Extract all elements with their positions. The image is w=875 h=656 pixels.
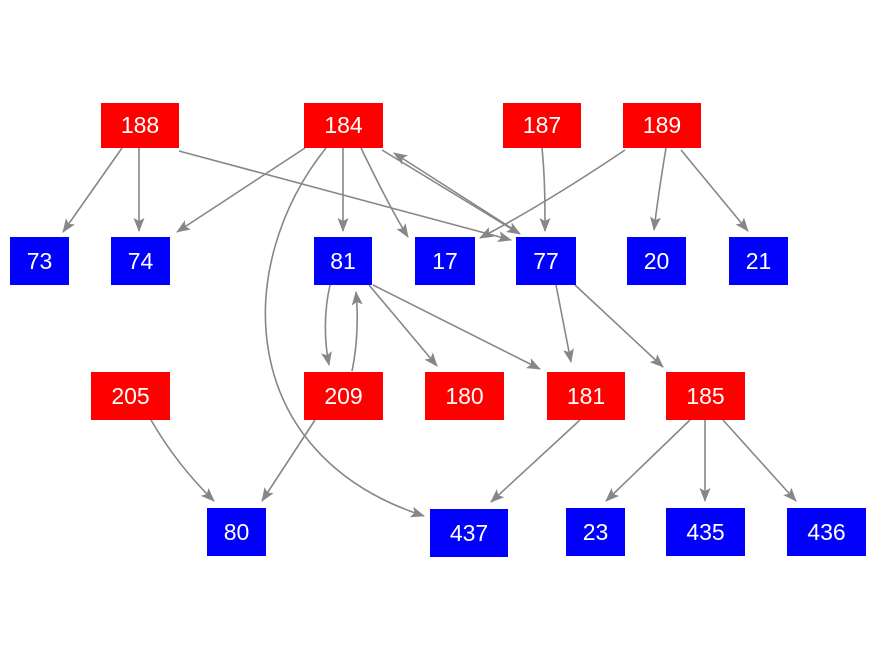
node-435[interactable]: 435 xyxy=(666,508,745,556)
edge-188-73 xyxy=(62,147,123,233)
node-21[interactable]: 21 xyxy=(729,237,788,285)
edge-181-437 xyxy=(490,419,581,503)
edge-185-436 xyxy=(722,419,797,502)
node-436[interactable]: 436 xyxy=(787,508,866,556)
edge-189-20 xyxy=(650,147,667,231)
node-209[interactable]: 209 xyxy=(304,372,383,420)
edge-184-437 xyxy=(264,147,425,518)
edge-184-17 xyxy=(360,147,409,238)
node-20[interactable]: 20 xyxy=(627,237,686,285)
edge-184-74 xyxy=(176,147,306,233)
node-23[interactable]: 23 xyxy=(566,508,625,556)
node-437[interactable]: 437 xyxy=(430,509,508,557)
node-74[interactable]: 74 xyxy=(111,237,170,285)
node-205[interactable]: 205 xyxy=(91,372,170,420)
node-17[interactable]: 17 xyxy=(415,237,475,285)
edges-group xyxy=(62,147,797,518)
node-188[interactable]: 188 xyxy=(101,103,179,148)
node-77[interactable]: 77 xyxy=(516,237,576,285)
edge-189-17 xyxy=(479,149,626,239)
node-81[interactable]: 81 xyxy=(314,237,372,285)
node-80[interactable]: 80 xyxy=(207,508,266,556)
edge-77-181 xyxy=(555,284,574,363)
node-181[interactable]: 181 xyxy=(547,372,625,420)
edge-77-185 xyxy=(574,284,664,368)
edge-209-81 xyxy=(351,291,363,372)
node-180[interactable]: 180 xyxy=(425,372,504,420)
node-187[interactable]: 187 xyxy=(503,103,581,148)
edge-81-181 xyxy=(372,284,541,370)
edge-185-23 xyxy=(605,419,691,502)
edge-187-77 xyxy=(539,147,551,232)
edge-209-80 xyxy=(261,419,316,502)
edge-205-80 xyxy=(150,419,215,502)
node-185[interactable]: 185 xyxy=(666,372,745,420)
edge-81-180 xyxy=(368,284,438,367)
node-73[interactable]: 73 xyxy=(10,237,69,285)
node-189[interactable]: 189 xyxy=(623,103,701,148)
edge-188-77 xyxy=(178,150,512,242)
edge-189-21 xyxy=(680,149,749,232)
node-184[interactable]: 184 xyxy=(304,103,383,148)
edge-77-184 xyxy=(393,152,520,234)
edge-81-209 xyxy=(321,284,332,366)
